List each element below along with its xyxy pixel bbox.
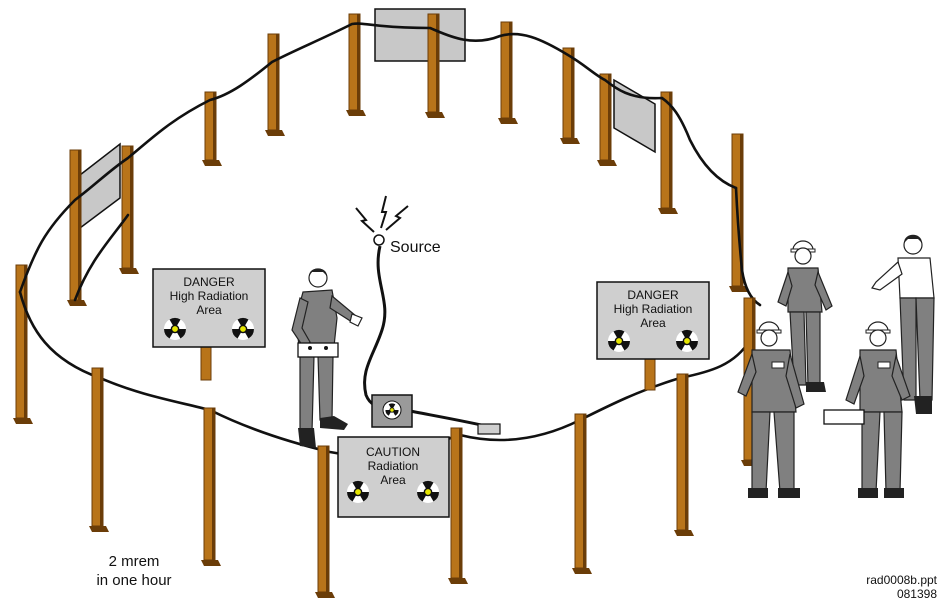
fence-post xyxy=(265,34,285,136)
danger-left-line2: High Radiation xyxy=(170,289,249,303)
danger-sign-right: DANGER High Radiation Area xyxy=(597,282,709,390)
caution-line3: Area xyxy=(380,473,406,487)
left-back-sign-blank xyxy=(80,144,120,228)
fence-post xyxy=(119,146,139,274)
fence-post xyxy=(560,48,580,144)
fence-post xyxy=(13,265,33,424)
danger-right-line3: Area xyxy=(640,316,666,330)
danger-sign-left: DANGER High Radiation Area xyxy=(153,269,265,380)
fence-post xyxy=(729,134,749,292)
caution-line1: CAUTION xyxy=(366,445,420,459)
caution-sign: CAUTION Radiation Area xyxy=(338,437,449,517)
source-point-icon xyxy=(374,235,384,245)
file-ref-line1: rad0008b.ppt xyxy=(866,573,937,587)
source-label: Source xyxy=(390,239,441,256)
fence-post xyxy=(572,414,592,574)
danger-right-line1: DANGER xyxy=(627,288,679,302)
fence-post xyxy=(315,446,335,598)
fence-post xyxy=(448,428,468,584)
dose-note-line2: in one hour xyxy=(96,572,171,589)
danger-left-line3: Area xyxy=(196,303,222,317)
fence-post xyxy=(89,368,109,532)
technician-with-meter xyxy=(292,269,362,449)
fence-post xyxy=(498,22,518,124)
fence-post xyxy=(201,408,221,566)
survey-meter xyxy=(824,410,864,424)
radiation-source xyxy=(356,196,408,245)
fence-post xyxy=(674,374,694,536)
radiation-burst-icon xyxy=(356,208,374,232)
survey-meter xyxy=(298,343,338,357)
danger-left-line1: DANGER xyxy=(183,275,235,289)
back-sign-blank xyxy=(375,9,465,61)
source-cable xyxy=(365,246,385,406)
fence-posts-back xyxy=(13,14,749,424)
workers-group xyxy=(738,235,934,498)
file-ref-line2: 081398 xyxy=(897,587,937,601)
fence-post xyxy=(346,14,366,116)
caution-line2: Radiation xyxy=(368,459,419,473)
danger-right-line2: High Radiation xyxy=(614,302,693,316)
dose-note-line1: 2 mrem xyxy=(109,553,160,570)
